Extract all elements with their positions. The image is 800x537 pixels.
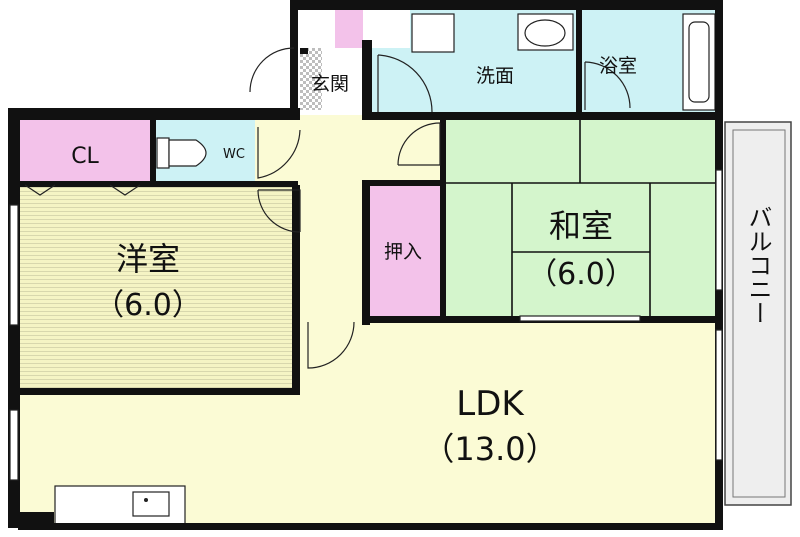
yoshitsu-floor — [18, 185, 298, 390]
room-label-wc: WC — [223, 147, 245, 162]
room-label-oshiire: 押入 — [384, 241, 422, 263]
room-label-balcony: バルコニー — [744, 205, 772, 325]
washbasin-fixture — [517, 13, 574, 51]
room-label-yokushitsu: 浴室 — [599, 55, 637, 77]
room-label-yoshitsu: 洋室 — [116, 240, 180, 278]
shoe-box — [335, 10, 363, 48]
toilet-fixture — [156, 137, 207, 169]
bathtub-fixture — [682, 13, 716, 111]
room-label-ldk: LDK — [456, 384, 525, 424]
tatami-lines — [445, 118, 717, 318]
cl-floor — [18, 120, 152, 185]
washitsu-floor — [445, 118, 717, 318]
kitchen-counter — [54, 485, 186, 525]
oshiire-floor — [370, 185, 440, 317]
windows — [9, 169, 723, 481]
genkan-tile — [300, 48, 322, 110]
doors — [249, 47, 631, 369]
room-label-genkan: 玄関 — [311, 73, 349, 95]
room-label-washitsu: 和室 — [549, 207, 613, 245]
room-label-senmen: 洗面 — [476, 65, 514, 87]
closet-door-marks — [24, 184, 141, 196]
room-size-washitsu: （6.0） — [527, 257, 635, 292]
room-label-cl: CL — [71, 144, 99, 169]
room-size-yoshitsu: （6.0） — [94, 288, 202, 323]
balcony-floor — [724, 121, 792, 506]
room-size-ldk: （13.0） — [422, 430, 557, 468]
washing-machine-fixture — [411, 13, 455, 53]
hall-floor-top — [255, 115, 445, 185]
senmen-floor — [370, 48, 580, 115]
